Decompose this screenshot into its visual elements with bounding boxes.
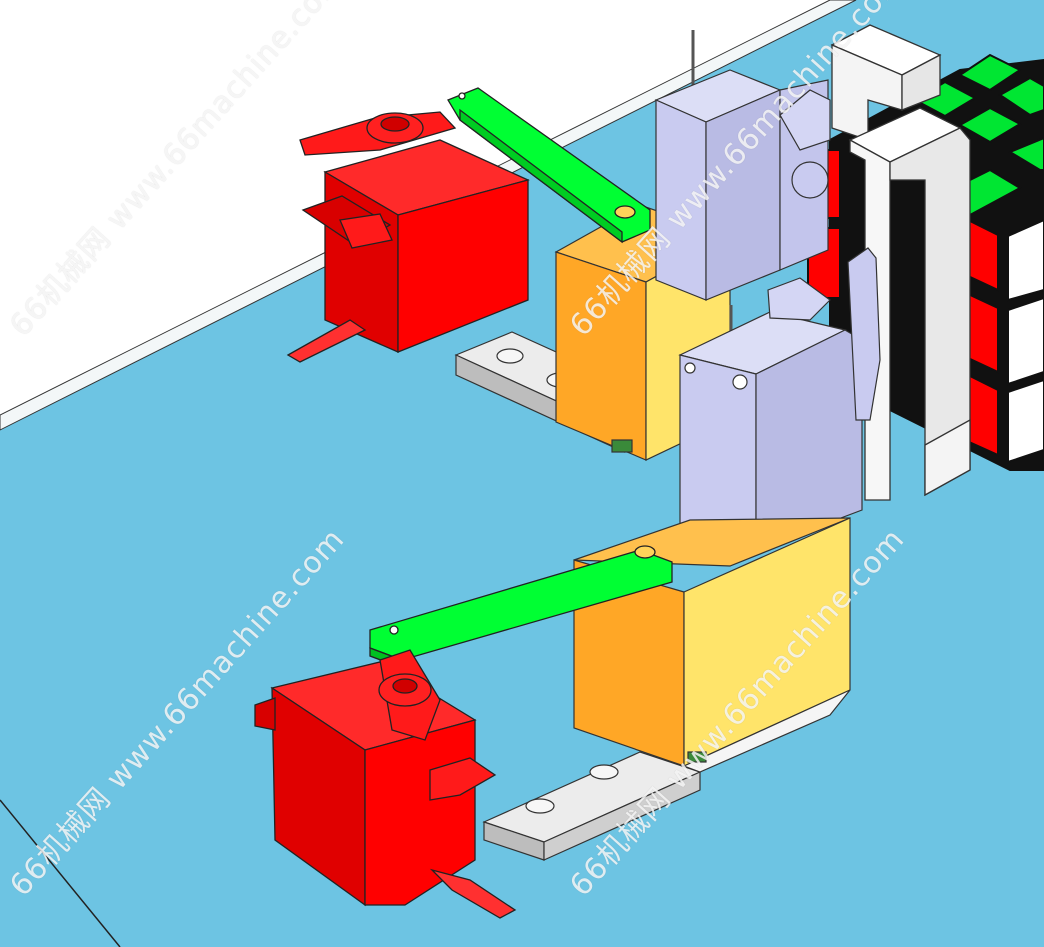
- upper-gripper-servo: [654, 30, 831, 301]
- floor-front-edge: [0, 799, 121, 947]
- lower-linear-rail: [482, 751, 702, 861]
- lower-gripper-servo: [678, 247, 881, 551]
- upper-red-servo: [286, 111, 530, 363]
- upper-green-arm: [447, 87, 651, 244]
- lower-red-servo: [254, 649, 517, 919]
